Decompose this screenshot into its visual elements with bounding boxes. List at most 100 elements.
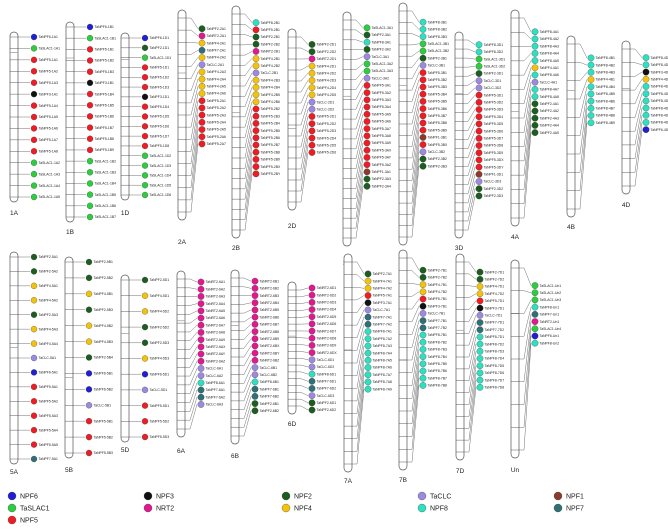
gene-marker xyxy=(85,433,93,441)
gene-leader-line xyxy=(296,152,309,203)
gene-label: TaNPF8-7D1 xyxy=(485,335,505,339)
gene-tanpf2-5a3: TaNPF2-5A3 xyxy=(10,311,58,318)
gene-label: TaNPF2-4A1 xyxy=(540,102,560,106)
gene-leader-line xyxy=(240,123,253,159)
gene-label: TaNPF5-1A2 xyxy=(39,69,59,73)
gene-leader-line xyxy=(630,122,643,173)
chromosome-bar xyxy=(454,31,464,239)
gene-tanpf5-5d1: TaNPF5-5D1 xyxy=(121,402,170,409)
gene-tanrt2-2a1: TaNRT2-2A1 xyxy=(178,29,226,40)
gene-leader-line xyxy=(296,344,309,346)
gene-label: TaNPF7-6A1 xyxy=(206,388,226,392)
gene-label: TaNPF4-2B2 xyxy=(261,64,281,68)
gene-marker xyxy=(419,76,427,84)
gene-label: TaNPF4-7A2 xyxy=(373,287,393,291)
gene-marker xyxy=(85,418,93,425)
gene-marker xyxy=(364,313,372,321)
gene-marker xyxy=(419,83,427,91)
gene-marker xyxy=(531,71,539,79)
gene-leader-line xyxy=(185,339,198,350)
gene-tanpf8-7a8: TaNPF8-7A8 xyxy=(344,378,392,452)
gene-label: TaCLC-2B1 xyxy=(261,71,279,75)
gene-taslac1-1d3: TaSLAC1-1D3 xyxy=(121,162,171,169)
gene-label: TaNPF5-1D8 xyxy=(150,144,170,148)
gene-leader-line xyxy=(186,57,199,67)
gene-tanpf2-5b2: TaNPF2-5B2 xyxy=(65,274,113,282)
gene-label: TaNPF8-4D1 xyxy=(651,56,668,60)
gene-tanpf5-2b8: TaNPF5-2B8 xyxy=(232,148,280,200)
gene-marker xyxy=(30,253,38,261)
gene-leader-line xyxy=(296,109,309,137)
gene-label: TaNPF4-7D1 xyxy=(485,285,505,289)
gene-tanpf2-3a4: TaNPF2-3A4 xyxy=(343,182,391,239)
gene-leader-line xyxy=(351,157,364,199)
gene-label: TaNPF2-2A1 xyxy=(207,27,227,31)
gene-tanpf5-2b1: TaNPF5-2B1 xyxy=(232,24,280,34)
gene-leader-line xyxy=(296,87,309,104)
legend-label: NPF1 xyxy=(566,494,584,501)
gene-tanpf5-2b4: TaNPF5-2B4 xyxy=(232,120,280,159)
gene-tanpf8-7a6: TaNPF8-7A6 xyxy=(344,364,392,427)
gene-tanpf5-5a4: TaNPF5-5A4 xyxy=(10,426,58,434)
gene-leader-line xyxy=(463,39,476,45)
gene-marker xyxy=(251,364,259,371)
gene-leader-line xyxy=(186,100,199,140)
gene-marker xyxy=(476,297,484,305)
gene-marker xyxy=(251,306,259,314)
gene-marker xyxy=(476,304,484,312)
gene-marker xyxy=(141,83,149,91)
gene-leader-line xyxy=(407,320,420,348)
gene-leader-line xyxy=(185,325,198,333)
gene-label: TaNPF8-7A2 xyxy=(373,337,393,341)
gene-label: TaSLAC1-1B2 xyxy=(95,159,117,163)
gene-marker xyxy=(141,44,149,51)
gene-leader-line xyxy=(630,129,643,187)
gene-marker xyxy=(642,104,650,112)
gene-marker xyxy=(308,392,316,399)
gene-label: TaNPF4-5B2 xyxy=(94,324,114,328)
gene-label: TaNPF8-7A5 xyxy=(373,359,393,363)
chromosome-bar xyxy=(176,270,186,438)
gene-tanpf8-7d8: TaNPF8-7D8 xyxy=(456,383,504,453)
gene-marker xyxy=(197,300,205,307)
gene-label: TaNPF5-5D1 xyxy=(150,404,170,408)
gene-taslac1-3a1: TaSLAC1-3A1 xyxy=(343,19,393,32)
gene-taclc-6d1: TaCLC-6D1 xyxy=(288,356,334,364)
gene-tanpf5-3d2: TaNPF5-3D2 xyxy=(455,98,503,113)
gene-leader-line xyxy=(407,349,420,399)
gene-tanpf5-2by: TaNPF5-2BY xyxy=(232,170,281,231)
gene-taslac1-1b7: TaSLAC1-1B7 xyxy=(66,213,116,221)
gene-marker xyxy=(308,113,316,120)
gene-tanrt2-6dx: TaNRT2-6DX xyxy=(288,349,337,356)
gene-tanpf8-4d8: TaNPF8-4D8 xyxy=(622,119,668,173)
gene-marker xyxy=(308,84,316,92)
chromosome-name: 5A xyxy=(10,469,19,476)
gene-leader-line xyxy=(407,72,420,91)
gene-marker xyxy=(30,354,38,362)
gene-label: TaNRT2-6A3 xyxy=(206,295,226,299)
gene-marker xyxy=(308,69,316,77)
gene-tanpf5-2a7: TaNPF5-2A7 xyxy=(178,140,226,213)
gene-marker xyxy=(363,139,371,147)
gene-marker xyxy=(198,126,206,133)
gene-label: TaNPF2-3D2 xyxy=(484,187,504,191)
gene-taslac1-un4: TaSLAC1-Un4 xyxy=(511,325,561,405)
gene-marker xyxy=(251,357,259,364)
gene-label: TaNPF8-4D8 xyxy=(651,121,668,125)
gene-tanpf8-4a6: TaNPF8-4A6 xyxy=(511,71,559,104)
gene-leader-line xyxy=(407,342,420,386)
gene-label: TaNPF5-7B1 xyxy=(428,297,448,301)
gene-leader-line xyxy=(407,101,420,136)
gene-label: TaNPF4-2B6 xyxy=(261,100,281,104)
chromosome-3b: 3BTaNPF8-3B1TaNPF8-3B2TaNPF8-3B3TaSLAC1-… xyxy=(398,2,449,259)
gene-taslac1-1a3: TaSLAC1-1A3 xyxy=(10,170,60,178)
gene-marker xyxy=(197,278,205,286)
gene-leader-line xyxy=(186,143,199,213)
gene-marker xyxy=(86,113,94,120)
gene-marker xyxy=(197,343,205,351)
gene-label: TaNPF4-2D1 xyxy=(317,64,337,68)
gene-leader-line xyxy=(464,322,477,346)
gene-label: TaNPF2-3D1 xyxy=(484,72,504,76)
gene-tanpf2-2b1: TaNPF2-2B1 xyxy=(232,33,280,41)
gene-label: TaNRT2-2D1 xyxy=(317,57,337,61)
